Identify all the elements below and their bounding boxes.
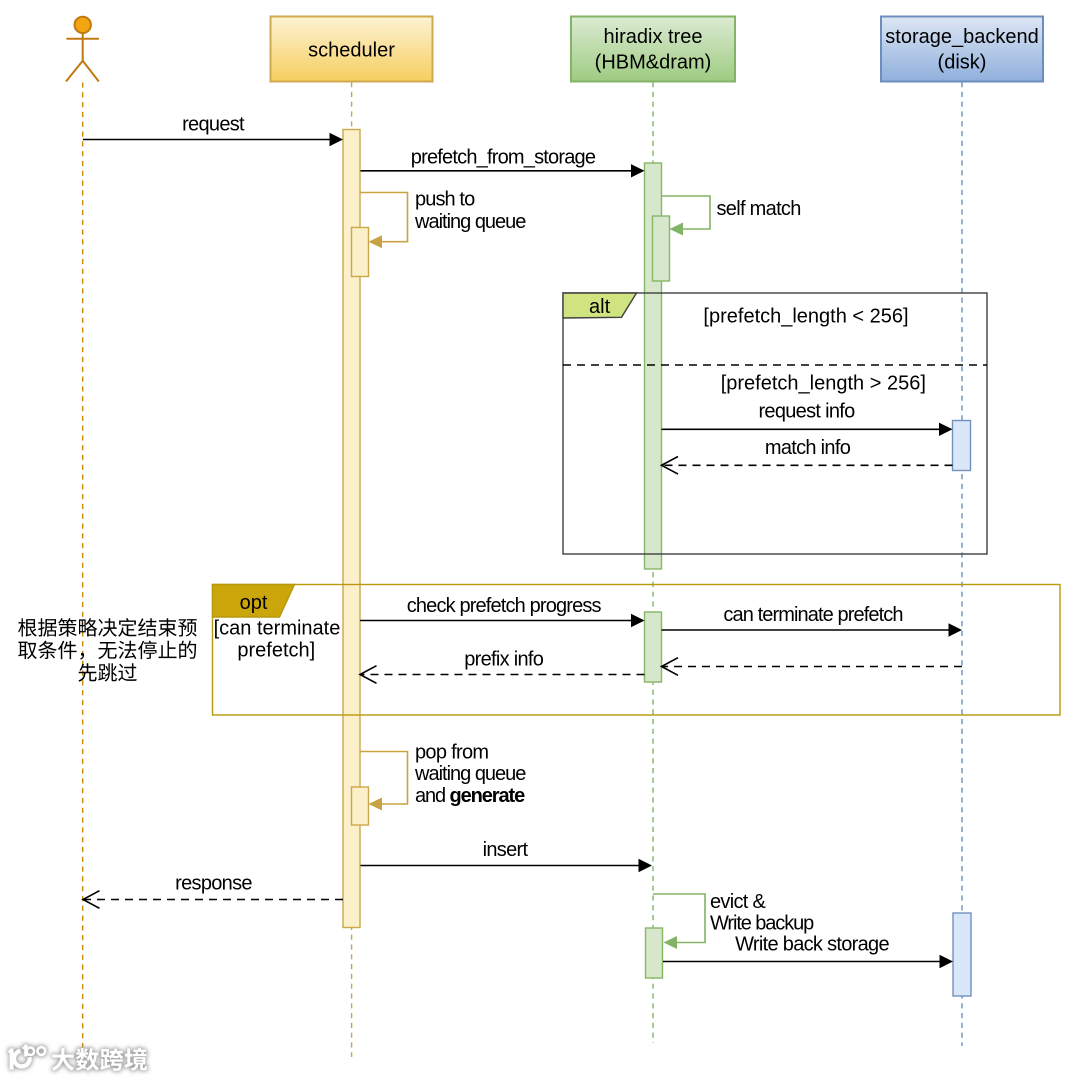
svg-text:can terminate prefetch: can terminate prefetch: [723, 604, 902, 626]
svg-text:prefetch]: prefetch]: [237, 640, 315, 662]
svg-text:[can terminate: [can terminate: [214, 618, 341, 640]
svg-text:evict &: evict &: [710, 891, 766, 913]
svg-text:alt: alt: [589, 296, 611, 318]
svg-text:waiting queue: waiting queue: [414, 763, 526, 785]
svg-text:(disk): (disk): [938, 52, 987, 74]
svg-text:response: response: [175, 873, 252, 895]
svg-text:hiradix tree: hiradix tree: [604, 26, 703, 48]
svg-text:waiting queue: waiting queue: [414, 211, 526, 233]
svg-text:request: request: [182, 114, 245, 136]
svg-text:Write backup: Write backup: [710, 913, 814, 935]
svg-text:storage_backend: storage_backend: [885, 26, 1038, 48]
svg-text:insert: insert: [483, 839, 529, 861]
svg-text:(HBM&dram): (HBM&dram): [595, 52, 712, 74]
svg-text:opt: opt: [240, 592, 268, 614]
svg-text:request info: request info: [758, 401, 855, 423]
svg-text:Write back storage: Write back storage: [735, 934, 889, 956]
svg-text:match info: match info: [765, 437, 851, 459]
svg-text:check prefetch progress: check prefetch progress: [407, 595, 602, 617]
svg-text:scheduler: scheduler: [308, 40, 395, 62]
svg-text:pop from: pop from: [415, 742, 488, 764]
svg-text:prefix info: prefix info: [464, 649, 544, 671]
svg-text:prefetch_from_storage: prefetch_from_storage: [411, 146, 596, 168]
svg-text:and generate: and generate: [415, 785, 525, 807]
svg-text:[prefetch_length > 256]: [prefetch_length > 256]: [721, 372, 926, 394]
svg-text:push to: push to: [415, 189, 475, 211]
svg-text:self match: self match: [717, 198, 801, 220]
svg-text:[prefetch_length < 256]: [prefetch_length < 256]: [703, 306, 908, 328]
